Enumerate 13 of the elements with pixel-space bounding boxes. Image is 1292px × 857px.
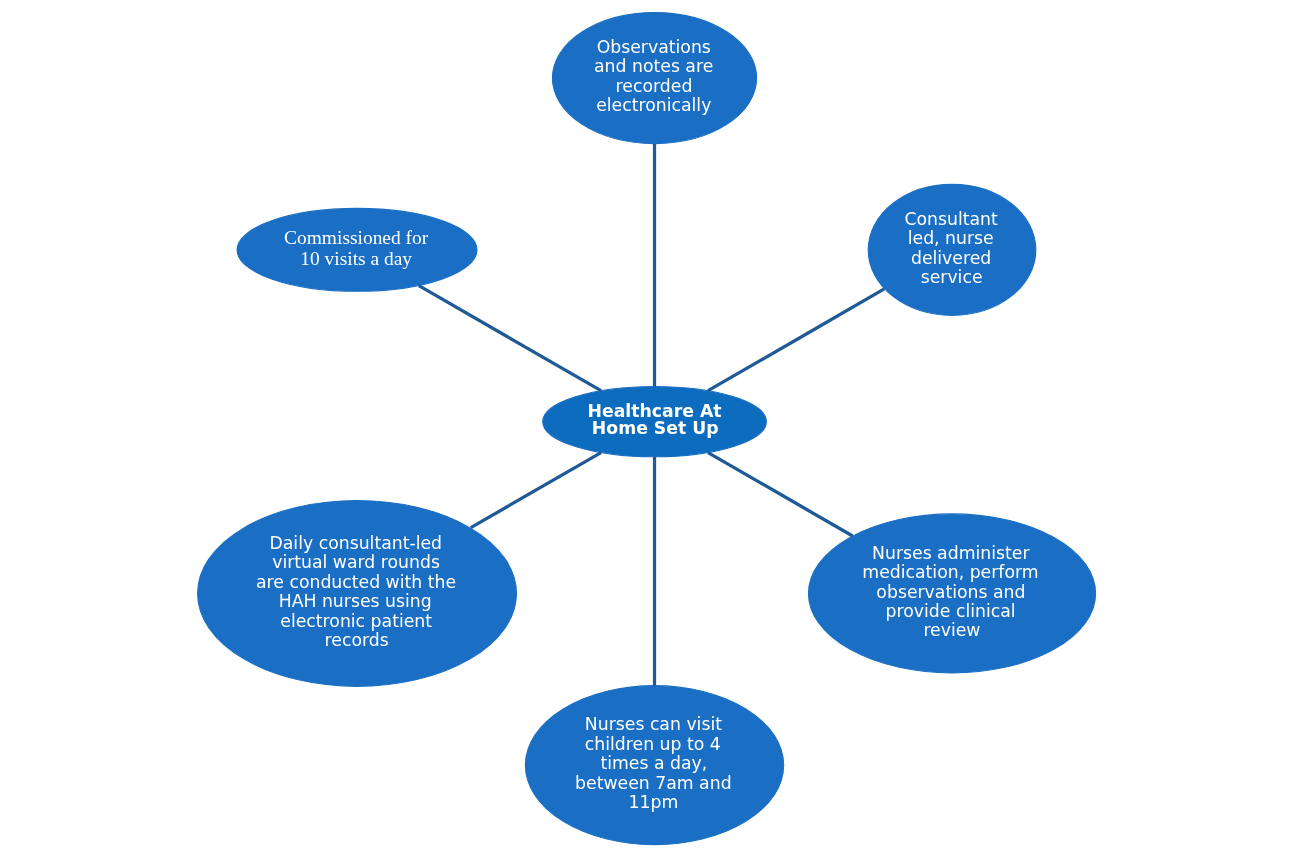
connector — [652, 143, 656, 387]
node-ellipse: Nurses can visit children up to 4 times a day, between 7am and 11pm — [524, 685, 784, 846]
node-ellipse: Commissioned for 10 visits a day — [236, 207, 478, 292]
node-ellipse: Observations and notes are recorded electronically — [551, 12, 757, 145]
node-ellipse: Daily consultant-led virtual ward rounds are conducted with the HAH nurses using electronic patient records — [196, 499, 517, 687]
node-ellipse: Healthcare At Home Set Up — [541, 385, 767, 458]
node-ellipse: Nurses administer medication, perform observations and provide clinical review — [807, 513, 1096, 674]
connector — [706, 451, 853, 538]
connector — [706, 287, 885, 393]
node-ellipse: Consultant led, nurse delivered service — [867, 183, 1036, 316]
connector — [417, 284, 602, 393]
connector — [469, 451, 602, 530]
connector — [652, 456, 656, 686]
